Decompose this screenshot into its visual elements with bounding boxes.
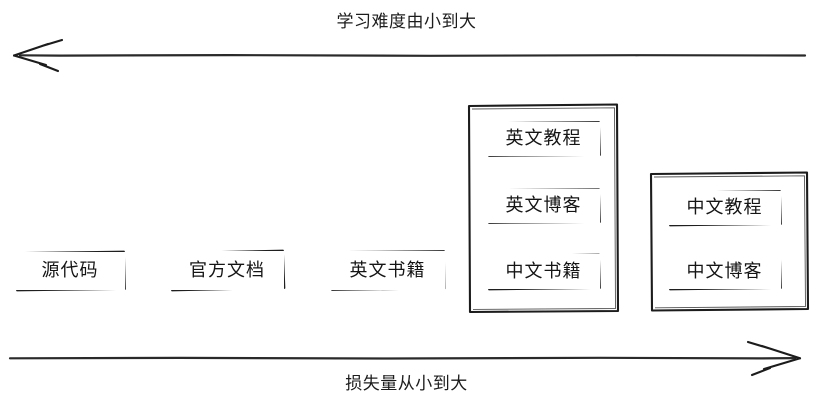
bottom-axis-label: 损失量从小到大 xyxy=(345,374,468,394)
node-cn-tutorial[interactable]: 中文教程 xyxy=(668,191,781,225)
node-label-cn-books: 中文书籍 xyxy=(505,260,582,282)
top-axis-arrow xyxy=(12,38,807,73)
node-label-cn-blog: 中文博客 xyxy=(686,260,763,282)
node-cn-books[interactable]: 中文书籍 xyxy=(487,254,600,289)
node-label-en-books: 英文书籍 xyxy=(349,259,426,281)
top-axis-label: 学习难度由小到大 xyxy=(336,12,477,32)
node-label-official-docs: 官方文档 xyxy=(189,259,265,281)
bottom-axis-arrow xyxy=(8,340,802,377)
node-label-cn-tutorial: 中文教程 xyxy=(686,197,763,218)
node-label-en-blog: 英文博客 xyxy=(505,195,582,216)
node-en-books[interactable]: 英文书籍 xyxy=(330,251,445,290)
group-outline-cn-resources xyxy=(649,171,810,312)
group-outline-en-resources xyxy=(467,103,620,314)
node-source-code[interactable]: 源代码 xyxy=(15,252,125,290)
node-label-en-tutorial: 英文教程 xyxy=(505,128,582,149)
node-cn-blog[interactable]: 中文博客 xyxy=(668,254,781,289)
node-official-docs[interactable]: 官方文档 xyxy=(170,251,284,290)
node-label-source-code: 源代码 xyxy=(41,260,99,281)
node-en-blog[interactable]: 英文博客 xyxy=(487,189,600,223)
node-en-tutorial[interactable]: 英文教程 xyxy=(487,122,600,156)
